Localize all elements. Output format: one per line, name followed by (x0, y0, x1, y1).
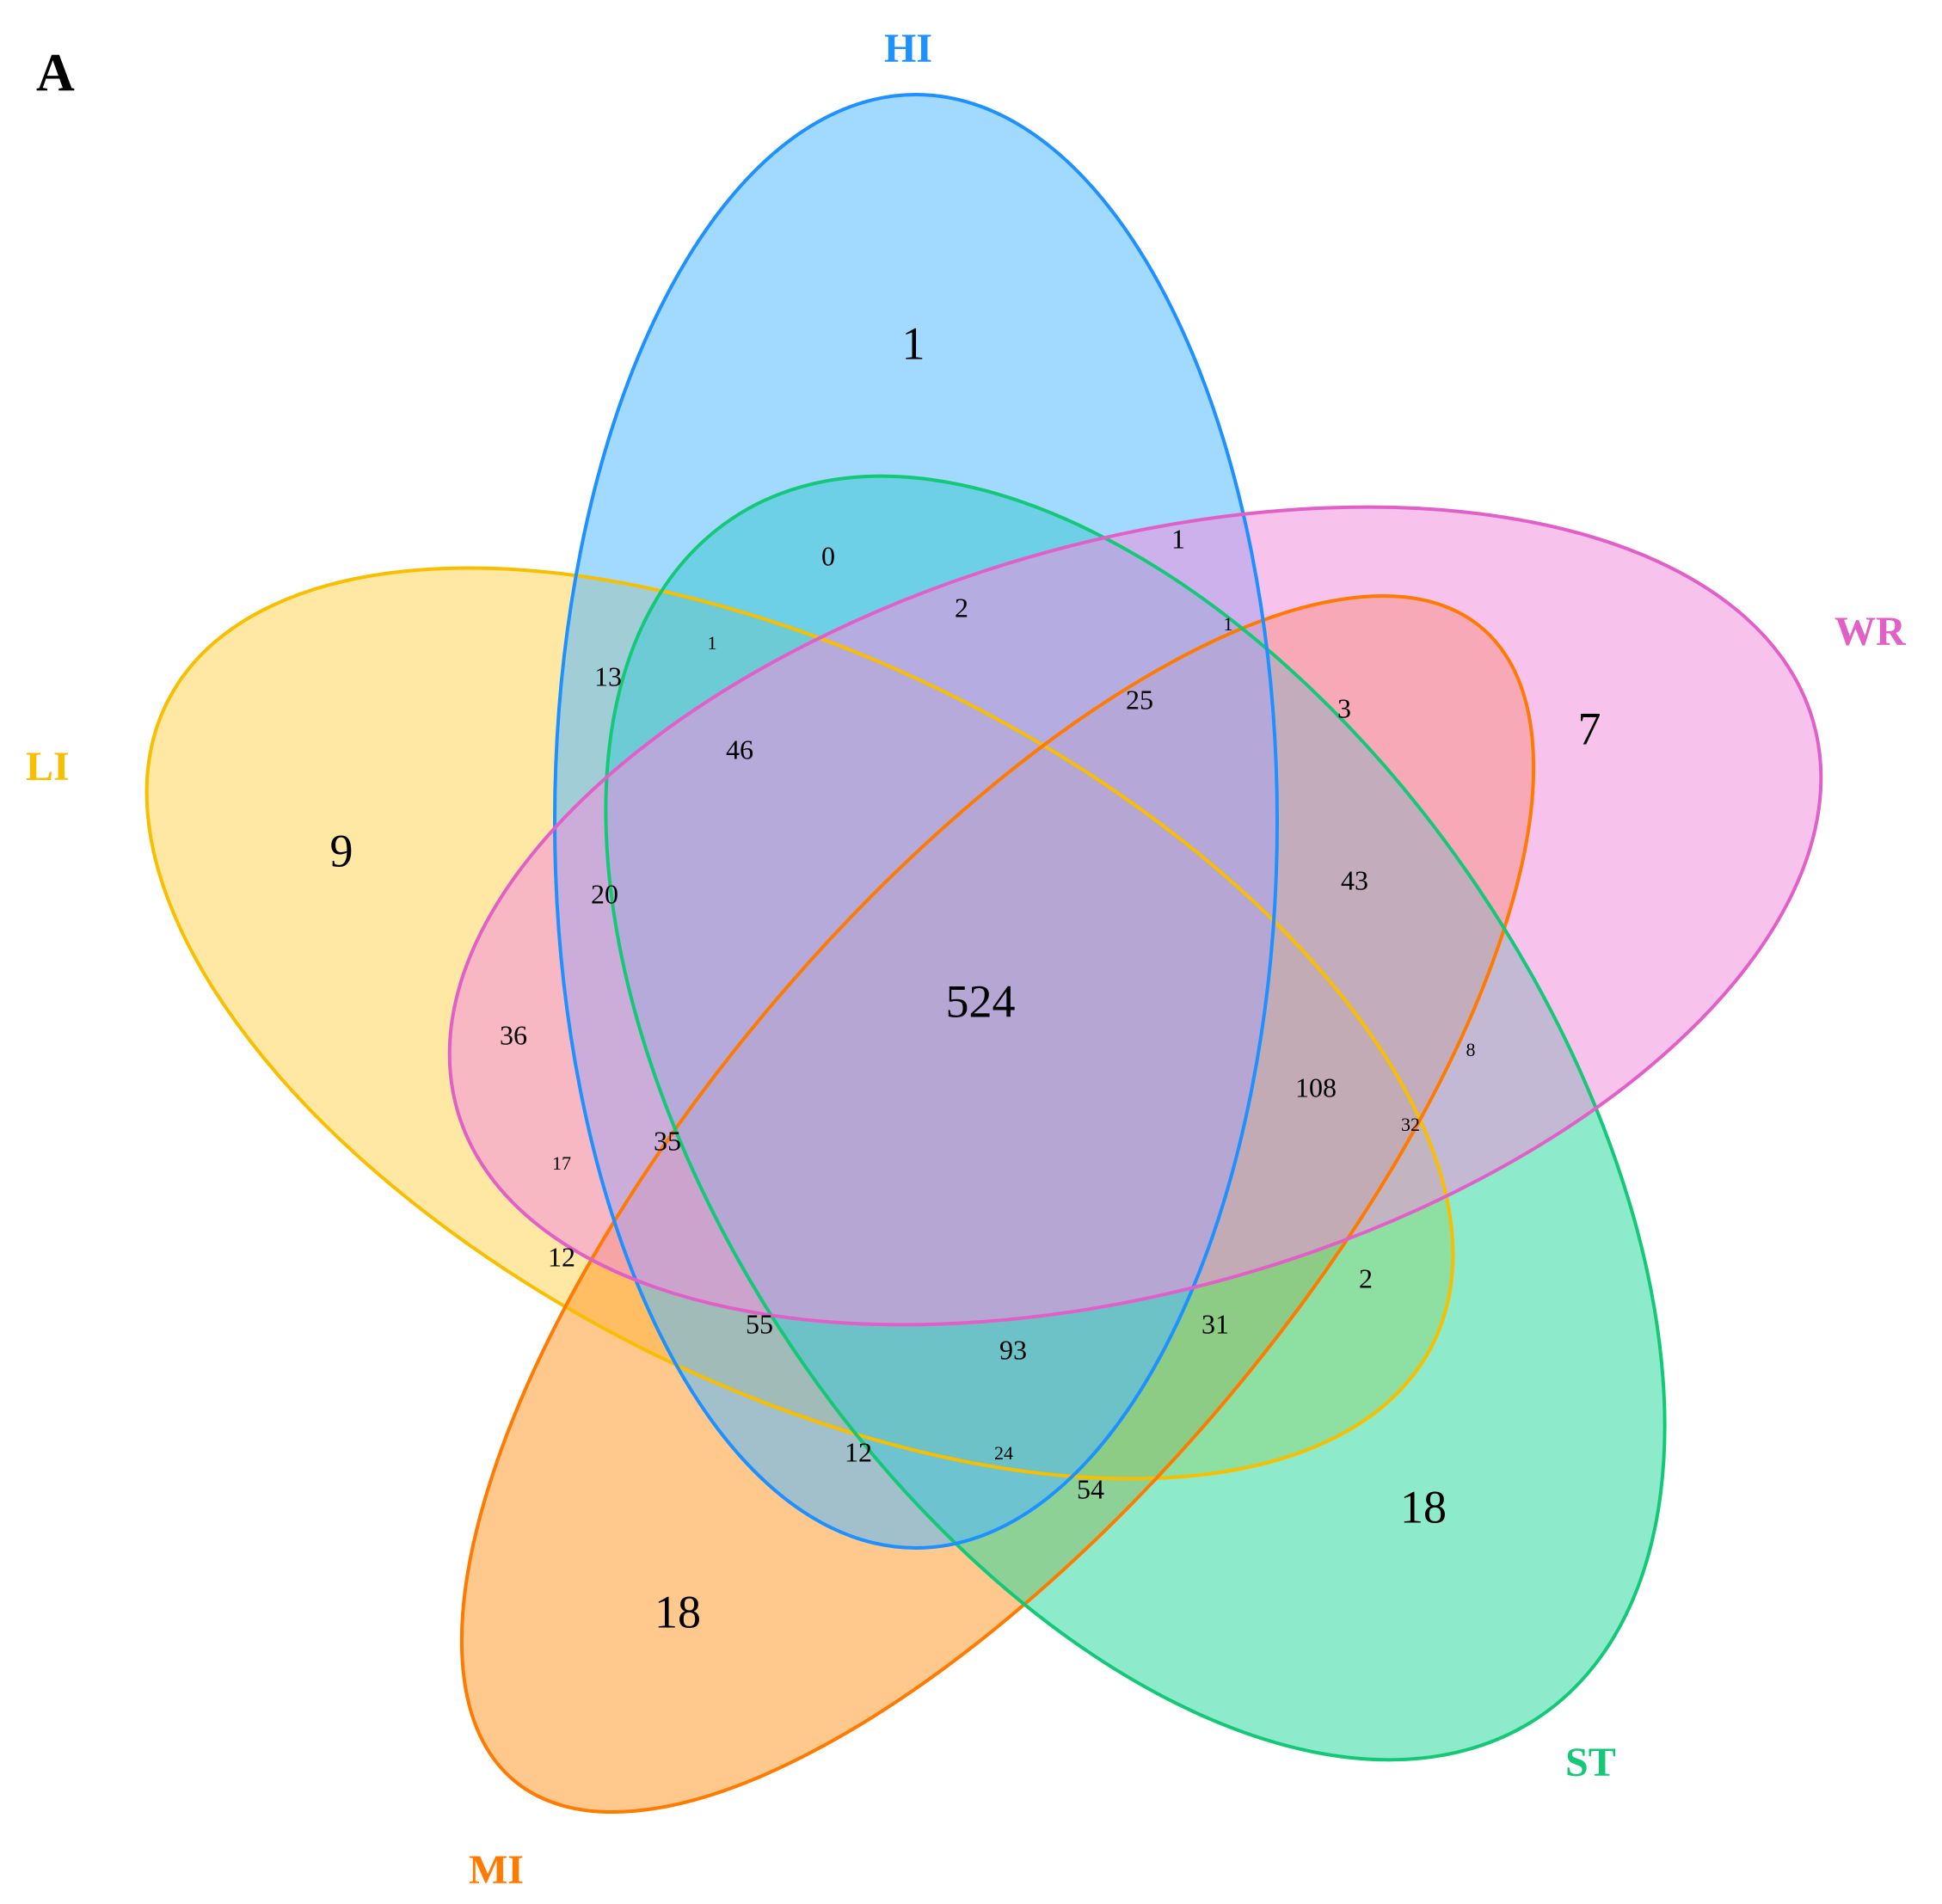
count-region: 31 (1201, 1308, 1229, 1339)
count-region: 20 (591, 878, 618, 909)
set-outline-wr (447, 505, 1823, 1327)
set-fill-wr (449, 507, 1822, 1325)
set-outlines (144, 93, 1823, 1815)
count-region: 55 (746, 1308, 773, 1339)
count-wr-only: 7 (1578, 703, 1601, 754)
set-label-st: ST (1565, 1740, 1616, 1785)
count-region: 93 (999, 1334, 1027, 1365)
count-region: 25 (1126, 684, 1153, 715)
count-region: 1 (1224, 613, 1233, 635)
count-region: 2 (955, 592, 968, 623)
count-region: 3 (1337, 692, 1351, 723)
set-outline-mi (459, 593, 1536, 1815)
count-region: 24 (994, 1442, 1013, 1464)
count-region: 36 (500, 1019, 527, 1050)
set-label-wr: WR (1834, 609, 1907, 654)
count-region: 1 (708, 632, 717, 654)
count-region: 54 (1077, 1473, 1104, 1504)
count-mi-only: 18 (655, 1586, 701, 1637)
set-outline-st (604, 474, 1667, 1762)
count-region: 8 (1466, 1039, 1476, 1060)
count-region: 13 (594, 660, 622, 691)
count-li-only: 9 (330, 825, 353, 876)
count-region: 2 (1359, 1262, 1373, 1293)
set-label-mi: MI (469, 1847, 524, 1893)
set-outline-hi (553, 93, 1279, 1550)
count-region: 12 (548, 1241, 575, 1272)
count-st-only: 18 (1400, 1481, 1447, 1532)
count-region-center: 524 (946, 975, 1016, 1027)
count-region: 17 (552, 1152, 571, 1174)
region-counts: 1 7 18 18 9 0 1 2 1 1 25 3 13 46 43 20 5… (330, 317, 1601, 1637)
panel-letter: A (36, 44, 75, 102)
count-region: 1 (1171, 523, 1185, 554)
set-label-hi: HI (884, 26, 932, 71)
count-region: 43 (1341, 864, 1368, 895)
set-label-li: LI (26, 744, 70, 789)
count-region: 46 (726, 734, 753, 765)
count-region: 32 (1401, 1114, 1420, 1135)
count-hi-only: 1 (902, 317, 925, 369)
count-region: 0 (821, 540, 835, 571)
set-labels: HI WR ST MI LI (26, 26, 1907, 1893)
count-region: 35 (654, 1125, 681, 1156)
set-outline-li (144, 566, 1455, 1481)
count-region: 12 (845, 1436, 872, 1467)
count-region: 108 (1295, 1072, 1337, 1102)
